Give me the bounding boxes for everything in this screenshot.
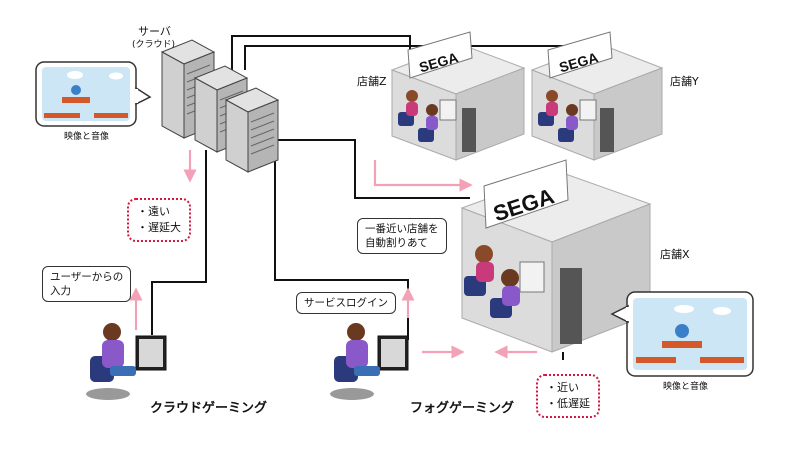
line-server-to-store-z (231, 35, 411, 72)
line-server-to-store-x (275, 139, 470, 199)
user-input-line-1: ユーザーからの (50, 271, 124, 283)
video-audio-right-label: 映像と音像 (663, 382, 709, 392)
flow-arrows (129, 150, 537, 359)
server-label: サーバ (138, 25, 171, 38)
line-cloud-player (151, 150, 207, 335)
cloud-gaming-label: クラウドゲーミング (150, 401, 268, 416)
store-x-label: 店舗X (660, 248, 690, 261)
store-y-label: 店舗Y (670, 75, 699, 88)
player-fog-gaming (330, 323, 409, 400)
arrow-to-store-x (373, 160, 473, 192)
user-input-line-2: 入力 (50, 285, 71, 297)
fog-note-near: ・近い (546, 381, 579, 394)
store-z (390, 31, 526, 161)
video-audio-left-label: 映像と音像 (64, 132, 110, 142)
server-sub-label: (クラウド) (132, 40, 176, 50)
nearest-store-line-2: 自動割りあて (365, 237, 428, 249)
players-store-y (538, 90, 597, 142)
service-login-callout: サービスログイン (296, 292, 396, 314)
server-rack-3 (224, 87, 280, 173)
players-store-x (464, 245, 545, 318)
cloud-note-high-latency: ・遅延大 (137, 221, 181, 234)
game-screen-left (35, 61, 152, 127)
store-z-label: 店舗Z (357, 75, 387, 88)
game-screen-right (610, 291, 754, 377)
user-input-callout: ユーザーからの 入力 (42, 266, 132, 302)
cloud-note-far: ・遠い (137, 205, 170, 218)
cloud-latency-note: ・遠い ・遅延大 (127, 198, 191, 242)
fog-note-low-latency: ・低遅延 (546, 397, 590, 410)
fog-gaming-label: フォグゲーミング (410, 401, 515, 416)
nearest-store-callout: 一番近い店舗を 自動割りあて (357, 218, 447, 254)
player-cloud-gaming (86, 323, 167, 400)
store-y (530, 31, 664, 161)
nearest-store-line-1: 一番近い店舗を (365, 223, 439, 235)
store-x (460, 159, 652, 353)
fog-latency-note: ・近い ・低遅延 (536, 374, 600, 418)
players-store-z (398, 90, 457, 142)
